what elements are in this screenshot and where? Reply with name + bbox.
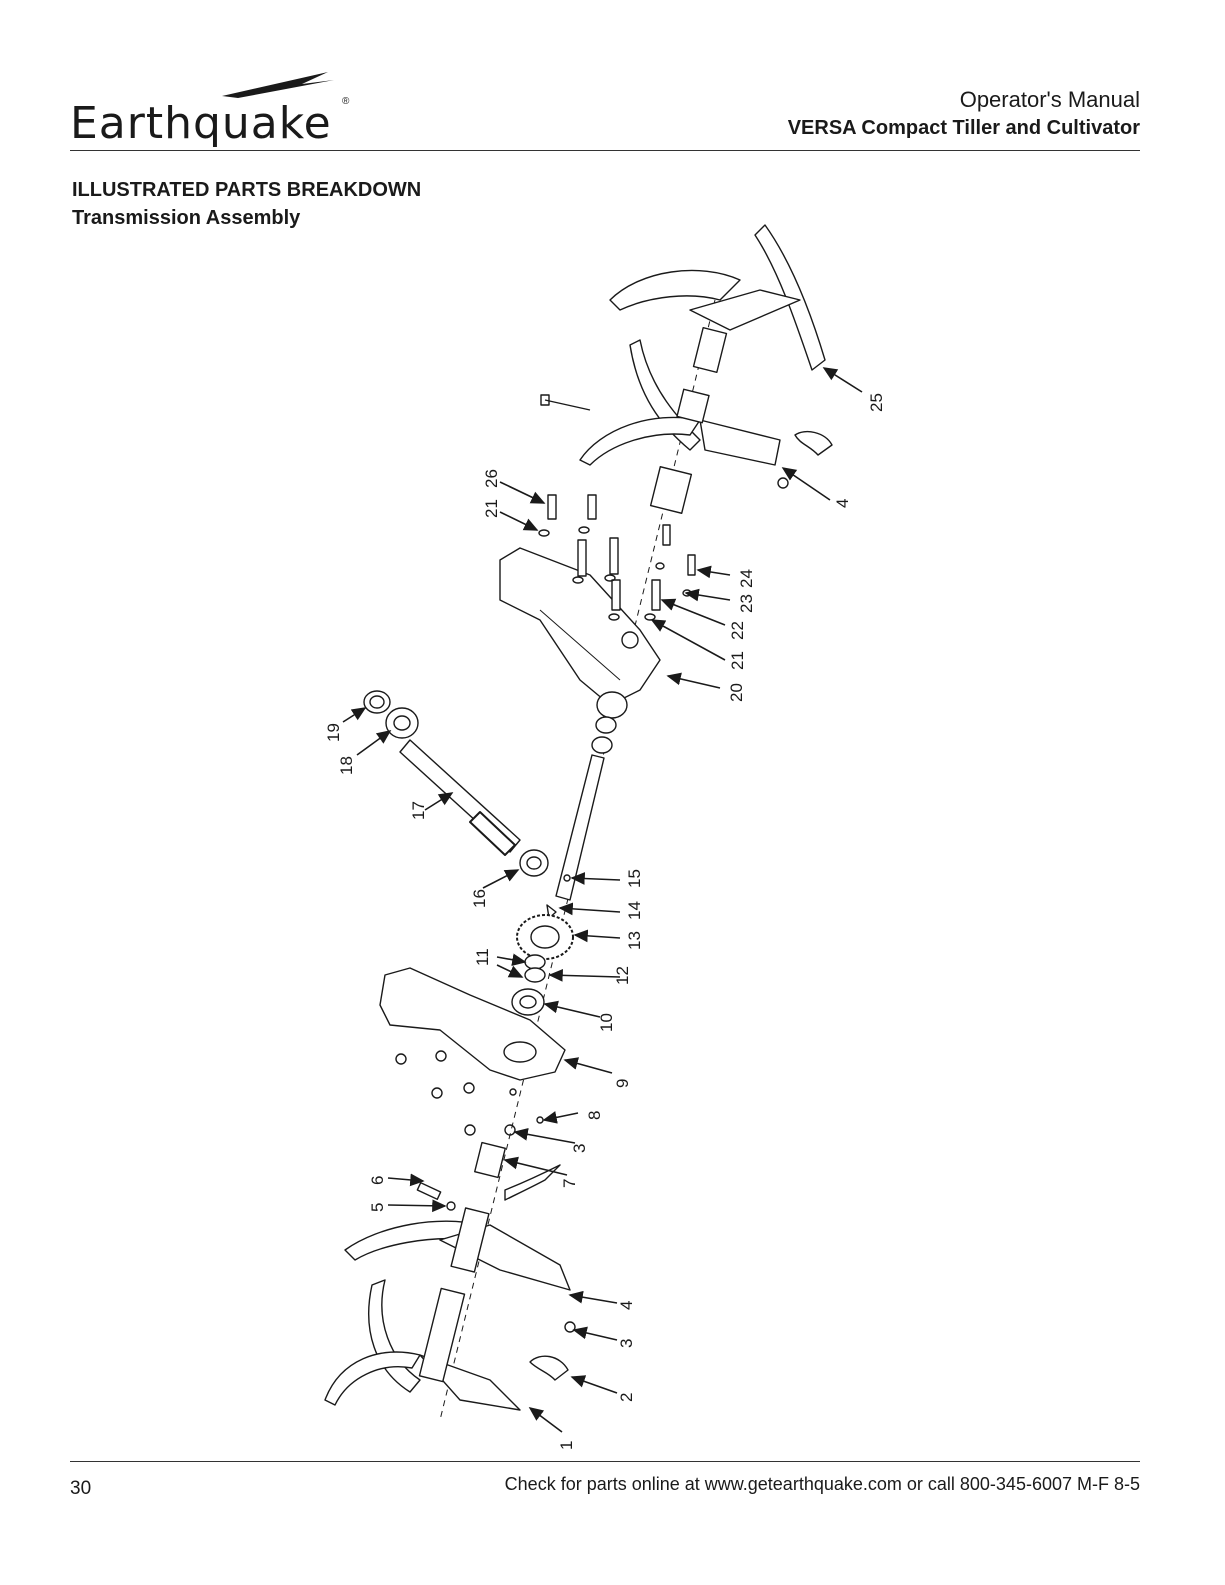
callout-23: 23 [737, 594, 756, 613]
callout-9: 9 [613, 1079, 632, 1088]
callout-5: 5 [368, 1203, 387, 1212]
callout-6: 6 [368, 1176, 387, 1185]
callout-3-lower: 3 [617, 1339, 636, 1348]
callout-2: 2 [617, 1393, 636, 1402]
callout-17: 17 [409, 801, 428, 820]
callout-12: 12 [613, 966, 632, 985]
lower-housing [380, 968, 565, 1080]
footer-contact: Check for parts online at www.getearthqu… [505, 1474, 1140, 1495]
callout-16: 16 [470, 889, 489, 908]
callout-4-upper: 4 [833, 499, 852, 508]
gear-group [512, 915, 573, 1015]
callout-25: 25 [867, 393, 886, 412]
callout-14: 14 [625, 901, 644, 920]
upper-tine-assembly [541, 225, 832, 513]
page-number: 30 [70, 1478, 91, 1500]
callout-22: 22 [728, 621, 747, 640]
callout-24: 24 [737, 569, 756, 588]
callout-4-lower: 4 [617, 1301, 636, 1310]
callout-18: 18 [337, 756, 356, 775]
callout-26: 26 [482, 469, 501, 488]
callout-20: 20 [727, 683, 746, 702]
callout-1: 1 [557, 1441, 576, 1450]
callout-21-upper: 21 [482, 499, 501, 518]
callout-10: 10 [597, 1013, 616, 1032]
callout-8: 8 [585, 1111, 604, 1120]
callout-15: 15 [625, 869, 644, 888]
callout-13: 13 [625, 931, 644, 950]
callout-3-upper: 3 [570, 1144, 589, 1153]
shaft-group [364, 691, 627, 918]
callout-21-lower: 21 [728, 651, 747, 670]
footer-divider [70, 1461, 1140, 1462]
callout-19: 19 [324, 723, 343, 742]
callout-7: 7 [560, 1179, 579, 1188]
callout-11: 11 [473, 948, 492, 966]
